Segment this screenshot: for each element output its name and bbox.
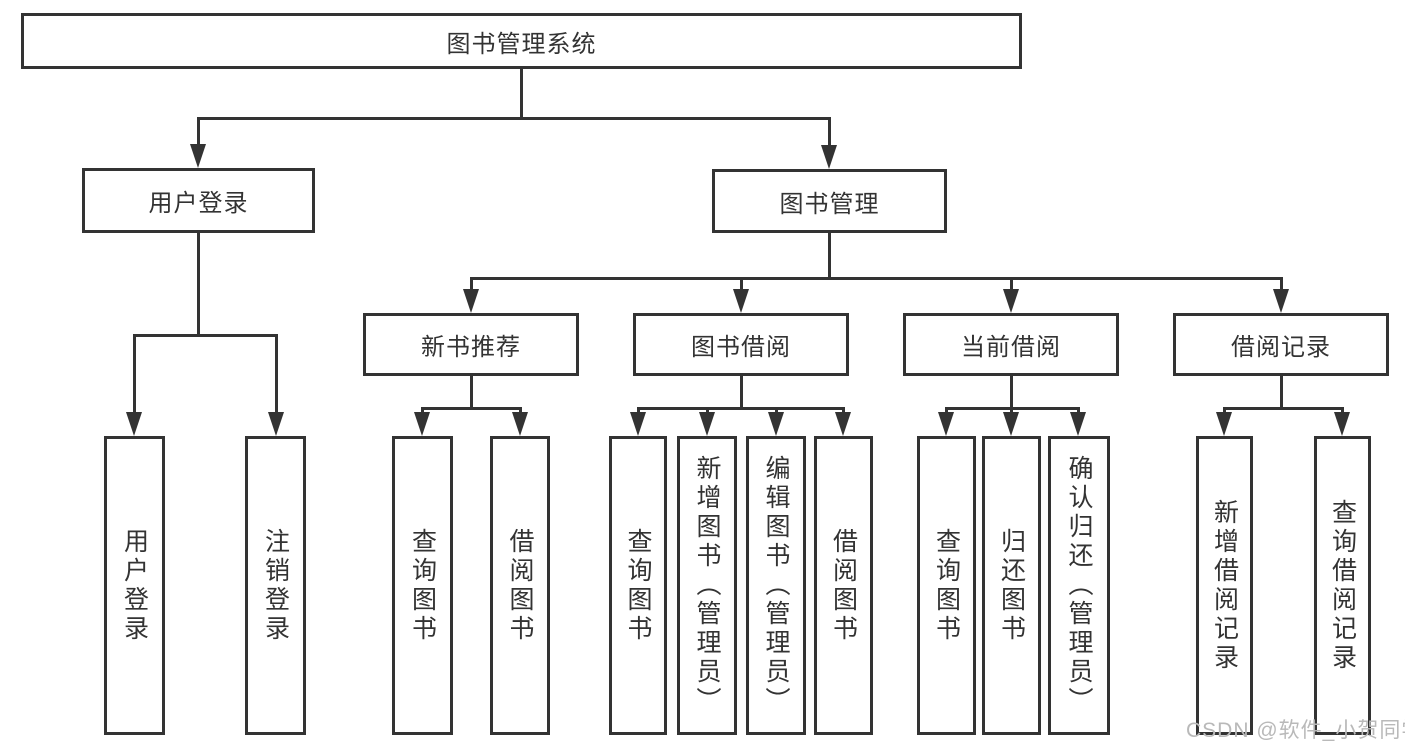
node-book-borrowing: 图书借阅	[633, 313, 849, 376]
arrow-down-icon	[1070, 412, 1086, 436]
node-label: 借阅图书	[506, 527, 534, 644]
arrow-down-icon	[512, 412, 528, 436]
watermark: CSDN @软件_小贺同学	[1186, 719, 1405, 742]
node-label: 查询图书	[408, 527, 437, 644]
connector-vline	[197, 118, 200, 160]
node-label: 图书借阅	[691, 334, 791, 361]
node-label: 查询借阅记录	[1328, 498, 1357, 673]
node-new-book-recommend: 新书推荐	[363, 313, 579, 376]
arrow-down-icon	[821, 145, 837, 169]
connector-hline	[470, 277, 1283, 280]
arrow-down-icon	[1334, 412, 1350, 436]
arrow-down-icon	[733, 289, 749, 313]
connector-vline	[1280, 376, 1283, 409]
node-leaf-confirm-return-admin: 确认归还（管理员）	[1048, 436, 1110, 735]
connector-vline	[740, 376, 743, 409]
arrow-down-icon	[768, 412, 784, 436]
node-book-management: 图书管理	[712, 169, 947, 233]
node-root: 图书管理系统	[21, 13, 1022, 69]
arrow-down-icon	[268, 412, 284, 436]
arrow-down-icon	[414, 412, 430, 436]
node-leaf-query-books-borrow: 查询图书	[609, 436, 667, 735]
arrow-down-icon	[190, 144, 206, 168]
node-leaf-borrow-books-rec: 借阅图书	[490, 436, 550, 735]
node-leaf-user-login: 用户登录	[104, 436, 165, 735]
connector-hline	[133, 334, 278, 337]
connector-vline	[133, 335, 136, 428]
node-leaf-add-borrow-record: 新增借阅记录	[1196, 436, 1253, 735]
node-label: 新增借阅记录	[1210, 498, 1239, 673]
node-current-borrowing: 当前借阅	[903, 313, 1119, 376]
arrow-down-icon	[630, 412, 646, 436]
node-leaf-query-borrow-record: 查询借阅记录	[1314, 436, 1371, 735]
node-label: 借阅图书	[829, 527, 858, 644]
node-label: 编辑图书（管理员）	[762, 455, 790, 716]
node-leaf-borrow-books: 借阅图书	[814, 436, 873, 735]
connector-hline	[197, 117, 831, 120]
node-borrowing-records: 借阅记录	[1173, 313, 1389, 376]
node-label: 用户登录	[148, 190, 249, 217]
node-label: 查询图书	[932, 527, 961, 644]
node-label: 归还图书	[997, 527, 1026, 644]
arrow-down-icon	[1273, 289, 1289, 313]
arrow-down-icon	[938, 412, 954, 436]
arrow-down-icon	[126, 412, 142, 436]
connector-hline	[637, 407, 845, 410]
node-label: 新书推荐	[421, 334, 521, 361]
arrow-down-icon	[1003, 289, 1019, 313]
arrow-down-icon	[463, 289, 479, 313]
node-label: 图书管理	[779, 190, 880, 218]
node-leaf-edit-books-admin: 编辑图书（管理员）	[746, 436, 806, 735]
node-label: 确认归还（管理员）	[1065, 455, 1093, 716]
arrow-down-icon	[1003, 412, 1019, 436]
connector-vline	[1010, 376, 1013, 409]
connector-vline	[470, 376, 473, 409]
node-label: 查询图书	[624, 527, 652, 644]
node-leaf-return-books: 归还图书	[982, 436, 1041, 735]
node-leaf-logout: 注销登录	[245, 436, 306, 735]
connector-vline	[197, 233, 200, 336]
connector-vline	[520, 69, 523, 119]
arrow-down-icon	[699, 412, 715, 436]
node-label: 当前借阅	[961, 334, 1061, 361]
connector-hline	[1223, 407, 1344, 410]
node-user-login: 用户登录	[82, 168, 315, 233]
node-label: 注销登录	[261, 527, 290, 644]
arrow-down-icon	[1216, 412, 1232, 436]
node-label: 图书管理系统	[446, 30, 597, 58]
connector-vline	[828, 118, 831, 161]
node-leaf-query-books-rec: 查询图书	[392, 436, 453, 735]
node-leaf-add-books-admin: 新增图书（管理员）	[677, 436, 737, 735]
node-leaf-query-books-current: 查询图书	[917, 436, 976, 735]
node-label: 新增图书（管理员）	[693, 455, 721, 716]
node-label: 用户登录	[120, 527, 149, 644]
connector-vline	[828, 233, 831, 279]
connector-hline	[421, 407, 522, 410]
node-label: 借阅记录	[1231, 334, 1331, 361]
connector-vline	[275, 335, 278, 428]
arrow-down-icon	[835, 412, 851, 436]
